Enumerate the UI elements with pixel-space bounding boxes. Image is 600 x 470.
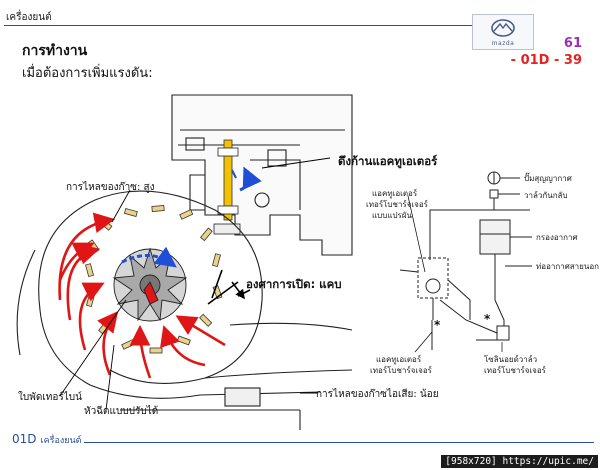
page-number: 61 xyxy=(563,36,582,51)
footer-rule xyxy=(84,442,594,443)
page-code: - 01D - 39 xyxy=(510,53,582,68)
image-credit: [958x720] https://upic.me/ xyxy=(441,455,598,468)
leader-lines xyxy=(59,189,318,411)
section-label: เครื่องยนต์ xyxy=(6,12,52,23)
schematic-vacuum-pump: ปั๊มสุญญากาศ xyxy=(524,174,572,183)
logo-text: mazda xyxy=(491,40,515,47)
schematic-turbo-actuator-2: เทอร์โบชาร์จเจอร์ xyxy=(370,366,432,375)
turbine-wheel xyxy=(112,246,188,322)
schematic-turbo-actuator-1: แอคทูเอเตอร์ xyxy=(376,355,422,364)
label-exhaust-flow-low: การไหลของก๊าซไอเสีย: น้อย xyxy=(316,389,439,400)
label-gas-flow-high: การไหลของก๊าซ: สูง xyxy=(66,182,155,193)
gas-flow-arrows xyxy=(58,212,226,379)
schematic-air-filter: กรองอากาศ xyxy=(536,233,578,242)
opening-angle-indicator xyxy=(207,269,251,305)
vacuum-schematic xyxy=(399,171,532,350)
schematic-solenoid-1: โซลินอยด์วาล์ว xyxy=(484,355,538,364)
top-bar: เครื่องยนต์ xyxy=(4,0,596,38)
turbine-housing xyxy=(16,190,353,430)
page-subtitle: เมื่อต้องการเพิ่มแรงดัน: xyxy=(22,66,153,81)
schematic-air-intake-hose: ท่ออากาศสายนอก xyxy=(536,262,599,271)
schematic-variable-actuator-2: เทอร์โบชาร์จเจอร์ xyxy=(366,200,428,209)
turbo-housing xyxy=(171,94,353,256)
label-opening-angle: องศาการเปิด: แคบ xyxy=(246,277,342,291)
label-actuator-rod: ดึงก้านแอคทูเอเตอร์ xyxy=(338,154,438,168)
footer-brand-sub: เครื่องยนต์ xyxy=(40,436,82,446)
mazda-emblem-icon xyxy=(491,19,515,37)
schematic-variable-actuator-1: แอคทูเอเตอร์ xyxy=(372,189,418,198)
schematic-solenoid-2: เทอร์โบชาร์จเจอร์ xyxy=(484,366,546,375)
label-variable-nozzle: หัวฉีดแบบปรับได้ xyxy=(84,406,159,417)
schematic-asterisk-left: * xyxy=(434,318,441,332)
label-turbine-blade: ใบพัดเทอร์ไบน์ xyxy=(18,392,82,403)
top-rule xyxy=(4,25,514,26)
schematic-leaders xyxy=(407,195,503,353)
mazda-logo: mazda xyxy=(472,14,534,50)
schematic-variable-actuator-3: แบบแปรผัน xyxy=(372,211,412,220)
schematic-check-valve: วาล์วกันกลับ xyxy=(524,191,568,200)
page-title: การทำงาน xyxy=(22,43,88,59)
footer-brand-code: 01D xyxy=(12,432,37,446)
actuator-rod xyxy=(213,139,331,235)
schematic-asterisk-right: * xyxy=(484,312,491,326)
